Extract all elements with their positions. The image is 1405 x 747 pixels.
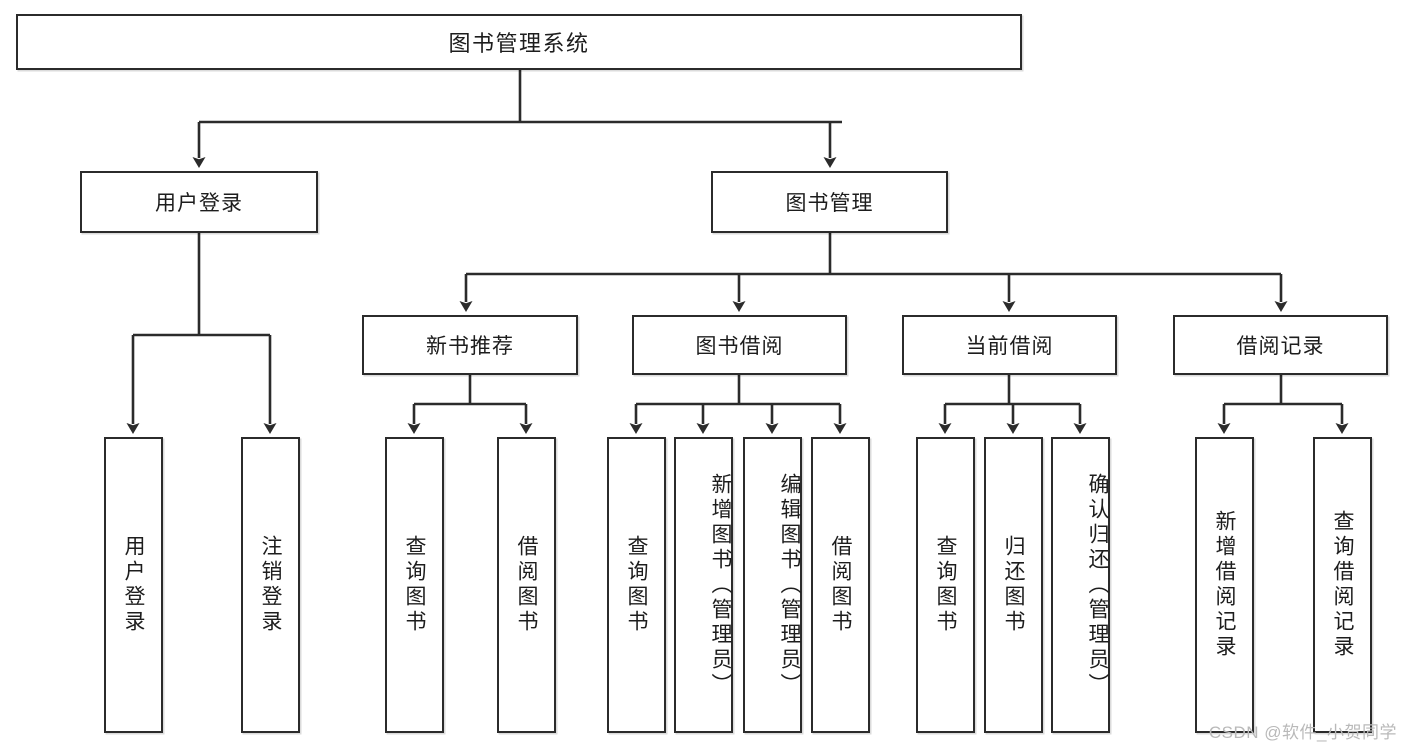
node-current-borrow[interactable]: 当前借阅: [902, 315, 1117, 375]
node-user-login[interactable]: 用户登录: [80, 171, 318, 233]
node-label: 图书管理: [785, 192, 874, 215]
node-new-book-recommend[interactable]: 新书推荐: [362, 315, 578, 375]
leaf-user-login-signout[interactable]: 注销登录: [241, 437, 300, 733]
leaf-current-borrow-confirm-return-admin[interactable]: 确认归还（管理员）: [1051, 437, 1110, 733]
node-label: 确认归还（管理员）: [1086, 472, 1109, 698]
leaf-new-book-query-book[interactable]: 查询图书: [385, 437, 444, 733]
leaf-book-borrow-add-book-admin[interactable]: 新增图书（管理员）: [674, 437, 733, 733]
node-label: 借阅图书: [829, 535, 852, 635]
node-book-borrow[interactable]: 图书借阅: [632, 315, 847, 375]
leaf-user-login-signin[interactable]: 用户登录: [104, 437, 163, 733]
node-label: 注销登录: [259, 535, 282, 635]
node-label: 查询图书: [403, 535, 426, 635]
node-label: 借阅记录: [1236, 335, 1325, 358]
leaf-book-borrow-query-book[interactable]: 查询图书: [607, 437, 666, 733]
node-label: 查询图书: [934, 535, 957, 635]
node-label: 当前借阅: [965, 335, 1054, 358]
node-label: 用户登录: [155, 192, 243, 215]
leaf-current-borrow-query-book[interactable]: 查询图书: [916, 437, 975, 733]
leaf-book-borrow-borrow-book[interactable]: 借阅图书: [811, 437, 870, 733]
leaf-current-borrow-return-book[interactable]: 归还图书: [984, 437, 1043, 733]
node-label: 编辑图书（管理员）: [778, 472, 801, 698]
node-label: 图书管理系统: [448, 31, 590, 56]
leaf-new-book-borrow-book[interactable]: 借阅图书: [497, 437, 556, 733]
node-root-book-management-system[interactable]: 图书管理系统: [16, 14, 1022, 70]
leaf-borrow-record-add-record[interactable]: 新增借阅记录: [1195, 437, 1254, 733]
node-borrow-record[interactable]: 借阅记录: [1173, 315, 1388, 375]
leaf-borrow-record-query-record[interactable]: 查询借阅记录: [1313, 437, 1372, 733]
node-label: 借阅图书: [515, 535, 538, 635]
node-label: 新增借阅记录: [1213, 510, 1236, 660]
node-label: 归还图书: [1002, 535, 1025, 635]
node-label: 查询图书: [625, 535, 648, 635]
node-label: 查询借阅记录: [1331, 510, 1354, 660]
node-label: 新书推荐: [426, 335, 514, 358]
node-label: 用户登录: [122, 535, 145, 635]
node-label: 新增图书（管理员）: [709, 472, 732, 698]
node-label: 图书借阅: [695, 335, 784, 358]
node-book-management[interactable]: 图书管理: [711, 171, 948, 233]
leaf-book-borrow-edit-book-admin[interactable]: 编辑图书（管理员）: [743, 437, 802, 733]
